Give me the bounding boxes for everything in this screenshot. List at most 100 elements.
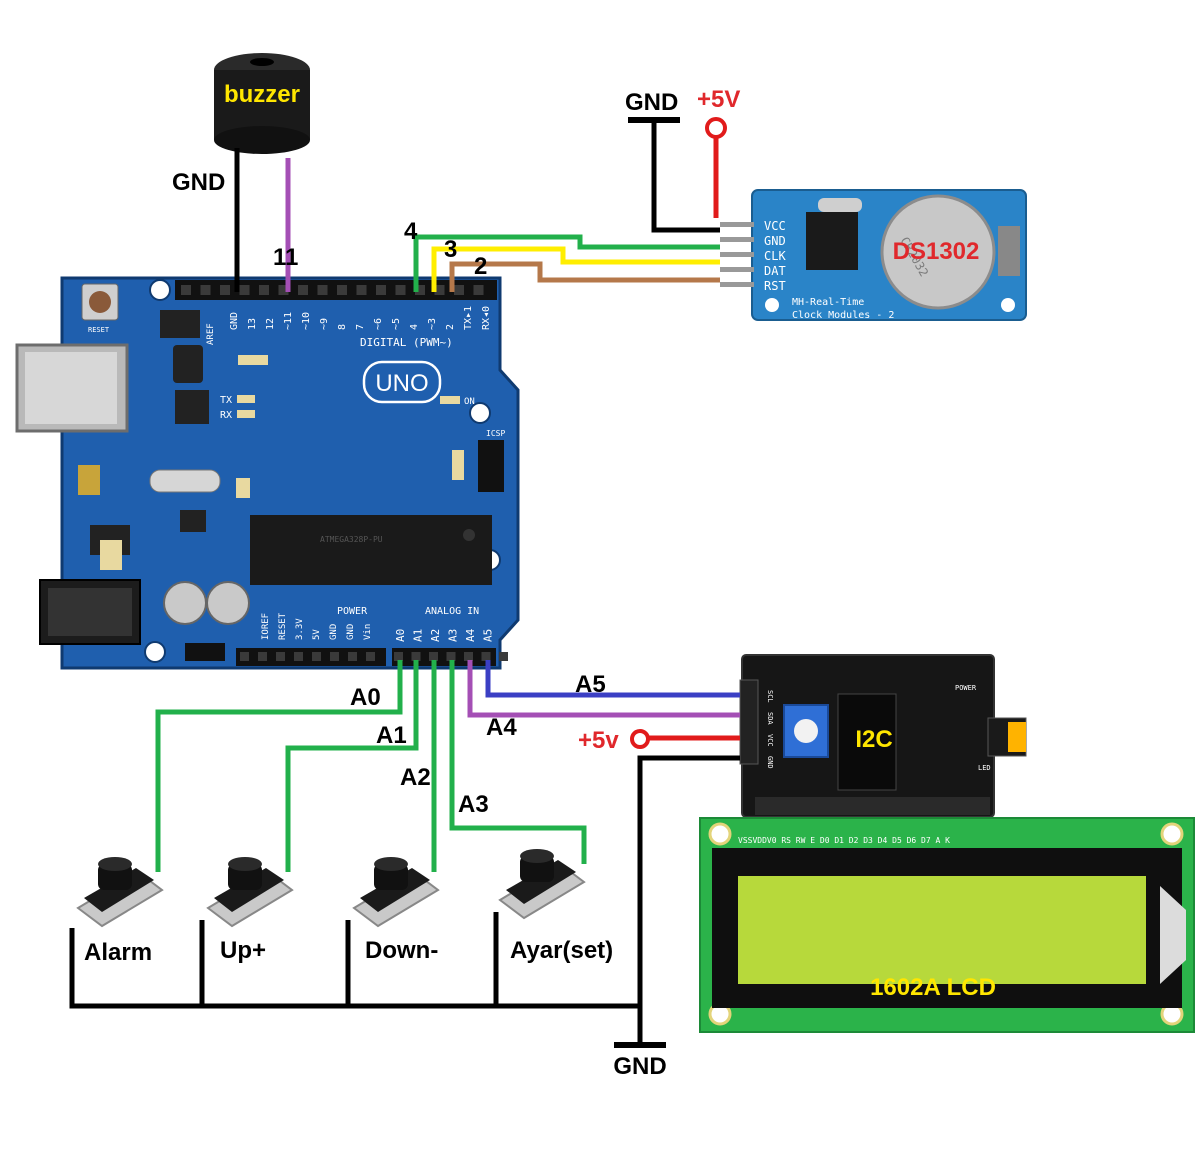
capacitor <box>163 581 207 625</box>
digital-label: DIGITAL (PWM~) <box>360 336 453 349</box>
pin-socket <box>446 652 456 661</box>
wire-label-d2: 2 <box>474 253 487 280</box>
icsp-header <box>478 440 504 492</box>
push-button-down[interactable] <box>352 857 440 928</box>
usb-chip <box>175 390 209 424</box>
tx-label: TX <box>220 395 232 406</box>
ground-label: GND <box>613 1053 666 1080</box>
icsp-label: ICSP <box>486 429 505 438</box>
push-button-alarm[interactable] <box>76 857 164 928</box>
chip-label: ATMEGA328P-PU <box>320 535 383 544</box>
wire-label-a0: A0 <box>350 684 381 711</box>
pin-socket <box>376 285 386 295</box>
lcd-pin-labels: VSSVDDV0 RS RW E D0 D1 D2 D3 D4 D5 D6 D7… <box>738 836 950 845</box>
digital-pin-label: ~10 <box>301 312 312 330</box>
wire-a0-alarm <box>155 660 403 872</box>
ds1302-rtc-module: CR2032 DS1302 MH-Real-Time Clock Modules… <box>751 189 1027 321</box>
push-button-ayar-set[interactable] <box>498 849 586 920</box>
aref-label: AREF <box>206 323 216 345</box>
pin-socket <box>258 652 267 661</box>
i2c-vcc-label: +5v <box>578 727 619 754</box>
digital-pin-label: RX◂0 <box>481 306 492 330</box>
coin-battery <box>880 194 996 310</box>
analog-pin-label: A0 <box>394 629 407 642</box>
wire-d2-rst <box>449 261 720 292</box>
analog-pin-label: A4 <box>464 628 477 642</box>
pin-socket <box>348 652 357 661</box>
pin-socket <box>394 652 403 661</box>
analog-header <box>392 648 496 666</box>
rtc-silk2: Clock Modules - 2 <box>792 310 894 321</box>
buzzer: buzzer <box>214 53 310 154</box>
i2c-pin-label: VCC <box>766 734 774 747</box>
digital-pin-sockets <box>181 285 484 295</box>
button-label: Down- <box>365 937 438 964</box>
digital-pin-label: 2 <box>445 324 456 330</box>
power-pin-label: RESET <box>278 612 288 640</box>
wire-label-a2: A2 <box>400 764 431 791</box>
button-label: Ayar(set) <box>510 937 613 964</box>
digital-pin-label: 4 <box>409 324 420 330</box>
pin-socket <box>429 652 438 661</box>
pin-socket <box>240 652 249 661</box>
wire-label-a5: A5 <box>575 671 606 698</box>
pin-socket <box>434 285 445 295</box>
pin-socket <box>317 285 328 295</box>
wire-label-a1: A1 <box>376 722 407 749</box>
digital-pin-label: ~11 <box>283 312 294 330</box>
wire-d3-dat <box>431 246 720 292</box>
pin-socket <box>330 652 339 661</box>
power-pin-label: GND <box>329 624 339 640</box>
pin-socket <box>473 285 484 295</box>
i2c-power-label: POWER <box>955 684 977 692</box>
i2c-gnd-wire <box>637 755 740 1045</box>
pin-socket <box>259 285 269 295</box>
rtc-pin-label: CLK <box>764 249 786 263</box>
pin-socket <box>239 285 250 295</box>
i2c-pin-label: GND <box>766 756 774 769</box>
rtc-silk: MH-Real-Time <box>792 297 864 308</box>
analog-pin-label: A3 <box>447 629 460 642</box>
rtc-title: DS1302 <box>893 238 980 265</box>
pin-socket <box>415 285 425 295</box>
digital-pin-label: ~3 <box>427 318 438 330</box>
pin-socket <box>276 652 285 661</box>
digital-pin-label: ~5 <box>391 318 402 330</box>
wire-label-d3: 3 <box>444 236 457 263</box>
rtc-pin-label: GND <box>764 234 786 248</box>
push-button-up[interactable] <box>206 857 294 928</box>
i2c-pin-label: SCL <box>766 690 774 703</box>
i2c-led-label: LED <box>978 764 991 772</box>
rx-label: RX <box>220 410 232 421</box>
pin-socket <box>181 285 191 295</box>
pin-socket <box>294 652 303 661</box>
rtc-gnd-label: GND <box>625 89 678 116</box>
pin-socket <box>312 652 321 661</box>
analog-pin-label: A1 <box>412 629 425 642</box>
digital-pin-label: 13 <box>247 318 258 330</box>
wire-a4-sda <box>467 660 740 718</box>
rtc-pin-label: DAT <box>764 264 786 278</box>
wire-a3-set <box>449 660 587 864</box>
power-pin-label: GND <box>346 624 356 640</box>
pin-socket <box>220 285 230 295</box>
digital-pin-label: 12 <box>265 318 276 330</box>
uno-logo: UNO <box>375 370 428 397</box>
power-pin-label: 3.3V <box>295 618 305 640</box>
pin-socket <box>395 285 406 295</box>
buzzer-gnd-label: GND <box>172 169 225 196</box>
lcd-title: 1602A LCD <box>870 974 996 1001</box>
bottom-pin-sockets <box>240 652 508 661</box>
button-label: Up+ <box>220 937 266 964</box>
on-label: ON <box>464 397 475 407</box>
pin-socket <box>499 652 508 661</box>
power-label: POWER <box>337 606 368 617</box>
pin-socket <box>366 652 375 661</box>
pin-socket <box>200 285 211 295</box>
